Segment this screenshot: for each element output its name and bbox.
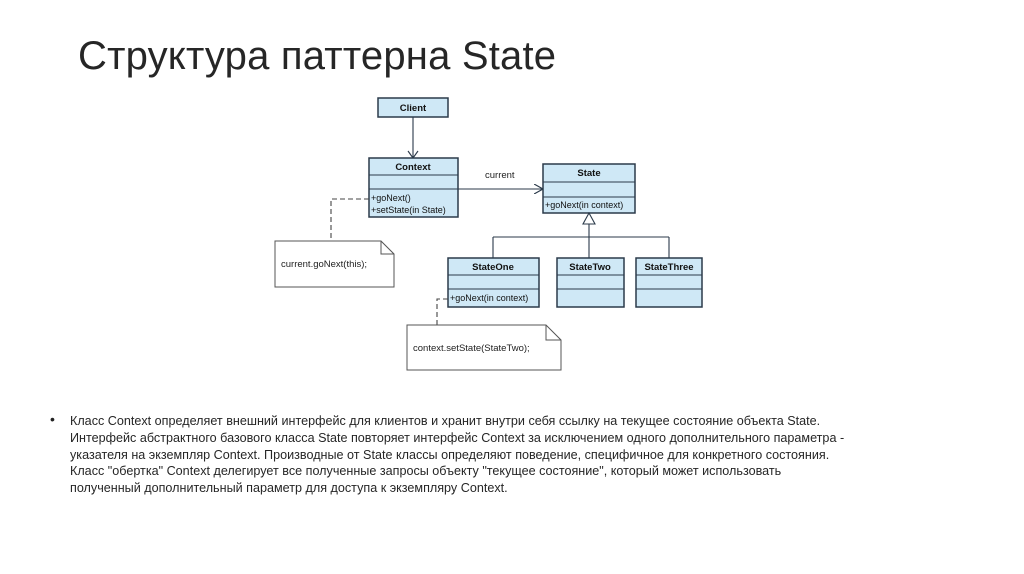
- slide-title: Структура паттерна State: [78, 34, 557, 78]
- note-context-gonext: current.goNext(this);: [274, 198, 395, 288]
- client-class: Client: [377, 97, 449, 118]
- state-class: State +goNext(in context): [542, 163, 636, 214]
- state-three-class: StateThree: [635, 257, 703, 308]
- bullet-marker: •: [50, 411, 55, 427]
- state-method-gonext: +goNext(in context): [545, 200, 623, 210]
- state-three-class-name: StateThree: [644, 262, 693, 273]
- note-state-one-gonext: context.setState(StateTwo);: [406, 298, 562, 371]
- description-line: Интерфейс абстрактного базового класса S…: [70, 430, 845, 445]
- description-line: Класс Context определяет внешний интерфе…: [70, 414, 821, 428]
- context-method-setstate: +setState(in State): [371, 205, 446, 215]
- state-two-class-name: StateTwo: [569, 262, 611, 273]
- context-state-association: current: [458, 170, 543, 189]
- state-one-class: StateOne +goNext(in context): [447, 257, 540, 308]
- description-line: указателя на экземпляр Context. Производ…: [70, 447, 830, 462]
- client-context-dependency: [407, 117, 419, 159]
- association-label: current: [485, 170, 515, 181]
- context-method-gonext: +goNext(): [371, 193, 411, 203]
- context-class: Context +goNext() +setState(in State): [368, 157, 459, 218]
- state-class-name: State: [577, 168, 600, 179]
- state-generalization: [492, 211, 670, 258]
- state-one-method-gonext: +goNext(in context): [450, 293, 528, 303]
- state-two-class: StateTwo: [556, 257, 625, 308]
- description-text: Класс Context определяет внешний интерфе…: [70, 413, 930, 497]
- note-state-one-text: context.setState(StateTwo);: [413, 343, 530, 354]
- state-one-class-name: StateOne: [472, 262, 514, 273]
- note-context-text: current.goNext(this);: [281, 259, 367, 270]
- client-class-name: Client: [400, 103, 427, 114]
- description-line: полученный дополнительный параметр для д…: [70, 481, 508, 496]
- context-class-name: Context: [395, 162, 431, 173]
- description-line: Класс "обертка" Context делегирует все п…: [70, 464, 782, 479]
